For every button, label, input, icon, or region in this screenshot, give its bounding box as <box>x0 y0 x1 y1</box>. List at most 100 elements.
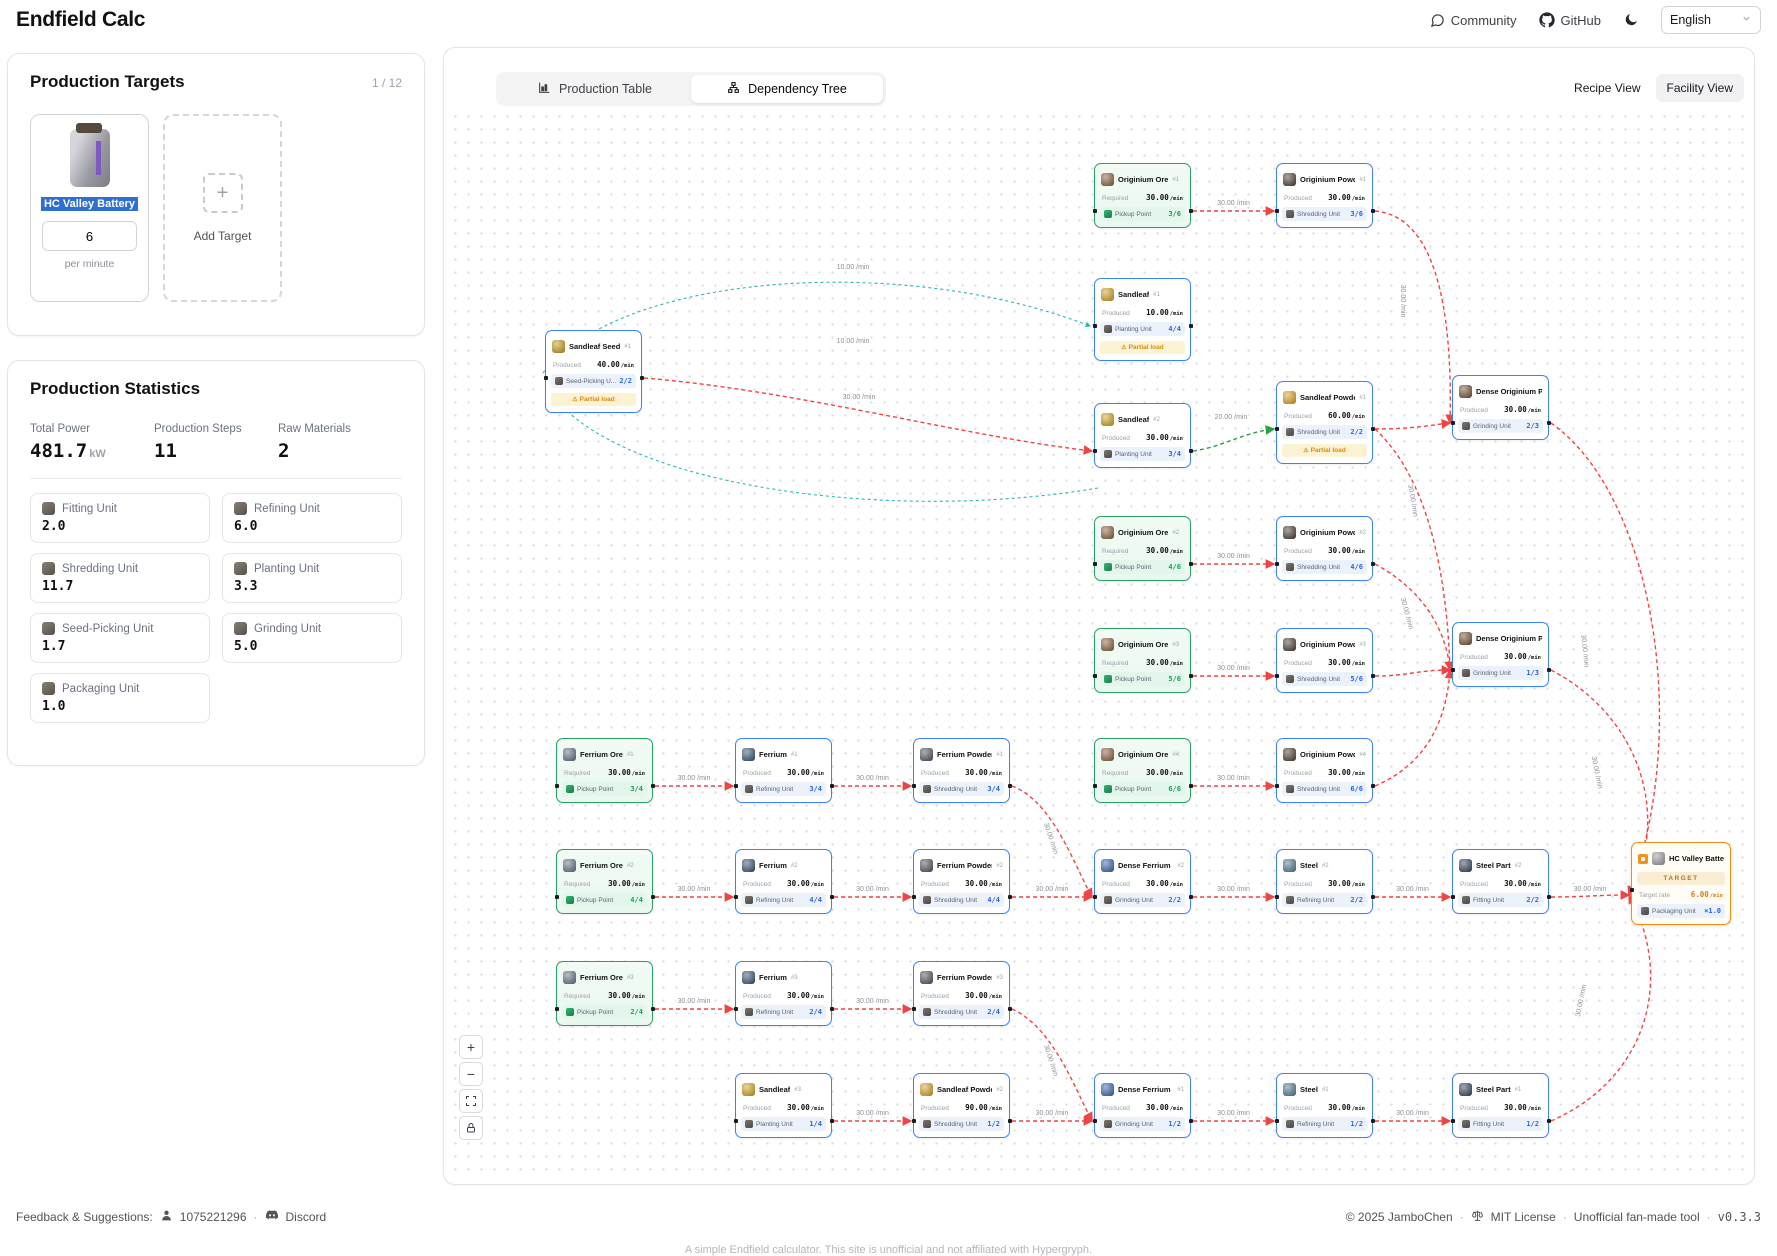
tab-production-table[interactable]: Production Table <box>499 75 691 103</box>
svg-text:30.00 /min: 30.00 /min <box>1036 886 1069 893</box>
discord-link[interactable]: Discord <box>285 1209 327 1224</box>
graph-node-originium-powder-powC[interactable]: Originium Powder#3Produced30.00/minShred… <box>1274 628 1375 693</box>
stat-raw-materials: Raw Materials 2 <box>278 423 351 462</box>
svg-text:10.00 /min: 10.00 /min <box>837 264 870 271</box>
node-title: Dense Ferrium Powder <box>1118 861 1173 870</box>
facility-badge: Packaging Unit×1.0 <box>1637 904 1725 918</box>
recipe-view-button[interactable]: Recipe View <box>1574 81 1641 95</box>
rate-label: Required <box>1102 770 1129 777</box>
facility-view-button[interactable]: Facility View <box>1655 74 1744 102</box>
rate-label: Produced <box>1460 881 1488 888</box>
divider <box>30 478 402 479</box>
target-rate-unit: per minute <box>64 258 115 270</box>
refining-unit-icon <box>1286 896 1294 904</box>
lock-button[interactable] <box>459 1116 483 1140</box>
github-link[interactable]: GitHub <box>1538 12 1601 28</box>
svg-text:30.00 /min: 30.00 /min <box>1399 597 1414 630</box>
graph-node-originium-powder-powD[interactable]: Originium Powder#4Produced30.00/minShred… <box>1274 738 1375 803</box>
item-icon-originium-powder <box>1283 526 1296 539</box>
production-targets-panel: Production Targets 1 / 12 HC Valley Batt… <box>7 53 425 336</box>
svg-text:30.00 /min: 30.00 /min <box>1217 1110 1250 1117</box>
svg-text:30.00 /min: 30.00 /min <box>856 1110 889 1117</box>
rate-label: Produced <box>743 1105 771 1112</box>
dark-mode-toggle[interactable] <box>1623 12 1639 28</box>
item-icon-originium-ore <box>1101 748 1114 761</box>
item-icon-ferrium-ore <box>563 859 576 872</box>
graph-node-originium-powder-powA[interactable]: Originium Powder#1Produced30.00/minShred… <box>1274 163 1375 228</box>
shredding-unit-icon <box>923 785 931 793</box>
rate-value: 30.00/min <box>1146 768 1183 777</box>
language-select[interactable]: English <box>1661 6 1761 34</box>
add-target-button[interactable]: + Add Target <box>163 114 282 302</box>
graph-node-hc-valley-battery-tgt[interactable]: HC Valley BatteryTARGETTarget rate6.00/m… <box>1629 842 1731 925</box>
zoom-in-button[interactable]: + <box>459 1035 483 1059</box>
target-item-card[interactable]: HC Valley Battery per minute <box>30 114 149 302</box>
graph-node-dense-ferrium-powder-dfp1[interactable]: Dense Ferrium Powder#1Produced30.00/minG… <box>1092 1073 1193 1138</box>
tab-dependency-tree[interactable]: Dependency Tree <box>691 75 883 103</box>
node-title: Steel <box>1300 1085 1318 1094</box>
rate-label: Produced <box>1284 195 1312 202</box>
bar-chart-icon <box>538 81 551 97</box>
node-title: HC Valley Battery <box>1669 854 1724 863</box>
graph-node-dense-ferrium-powder-dfp2[interactable]: Dense Ferrium Powder#2Produced30.00/minG… <box>1092 849 1193 914</box>
fit-view-button[interactable] <box>459 1089 483 1113</box>
rate-label: Produced <box>921 881 949 888</box>
target-rate-input[interactable] <box>42 221 137 251</box>
zoom-out-button[interactable]: − <box>459 1062 483 1086</box>
shredding-unit-icon <box>923 1008 931 1016</box>
graph-node-dense-originium-powd-dop2[interactable]: Dense Originium Powd...Produced30.00/min… <box>1450 622 1551 687</box>
dependency-tree-canvas[interactable]: 30.00 /min 30.00 /min 30.00 /min 30.00 /min… <box>449 110 1749 1179</box>
fitting-unit-icon <box>42 502 55 515</box>
node-title: Originium Powder <box>1300 640 1356 649</box>
planting-unit-icon <box>745 1120 753 1128</box>
rate-label: Produced <box>1460 654 1488 661</box>
node-title: Sandleaf <box>759 1085 791 1094</box>
community-link[interactable]: Community <box>1430 13 1517 28</box>
github-icon <box>1538 12 1555 28</box>
node-title: Originium Powder <box>1300 750 1356 759</box>
rate-value: 30.00/min <box>1146 1103 1183 1112</box>
license-link[interactable]: MIT License <box>1490 1209 1556 1224</box>
feedback-label: Feedback & Suggestions: <box>16 1209 153 1224</box>
tree-icon <box>727 81 740 97</box>
graph-node-dense-originium-powd-dop1[interactable]: Dense Originium Powd...Produced30.00/min… <box>1450 375 1551 440</box>
rate-value: 10.00/min <box>1146 308 1183 317</box>
rate-label: Produced <box>1284 770 1312 777</box>
node-title: Dense Ferrium Powder <box>1118 1085 1173 1094</box>
graph-node-originium-powder-powB[interactable]: Originium Powder#2Produced30.00/minShred… <box>1274 516 1375 581</box>
rate-label: Required <box>1102 660 1129 667</box>
pickup-point-icon <box>1104 563 1112 571</box>
